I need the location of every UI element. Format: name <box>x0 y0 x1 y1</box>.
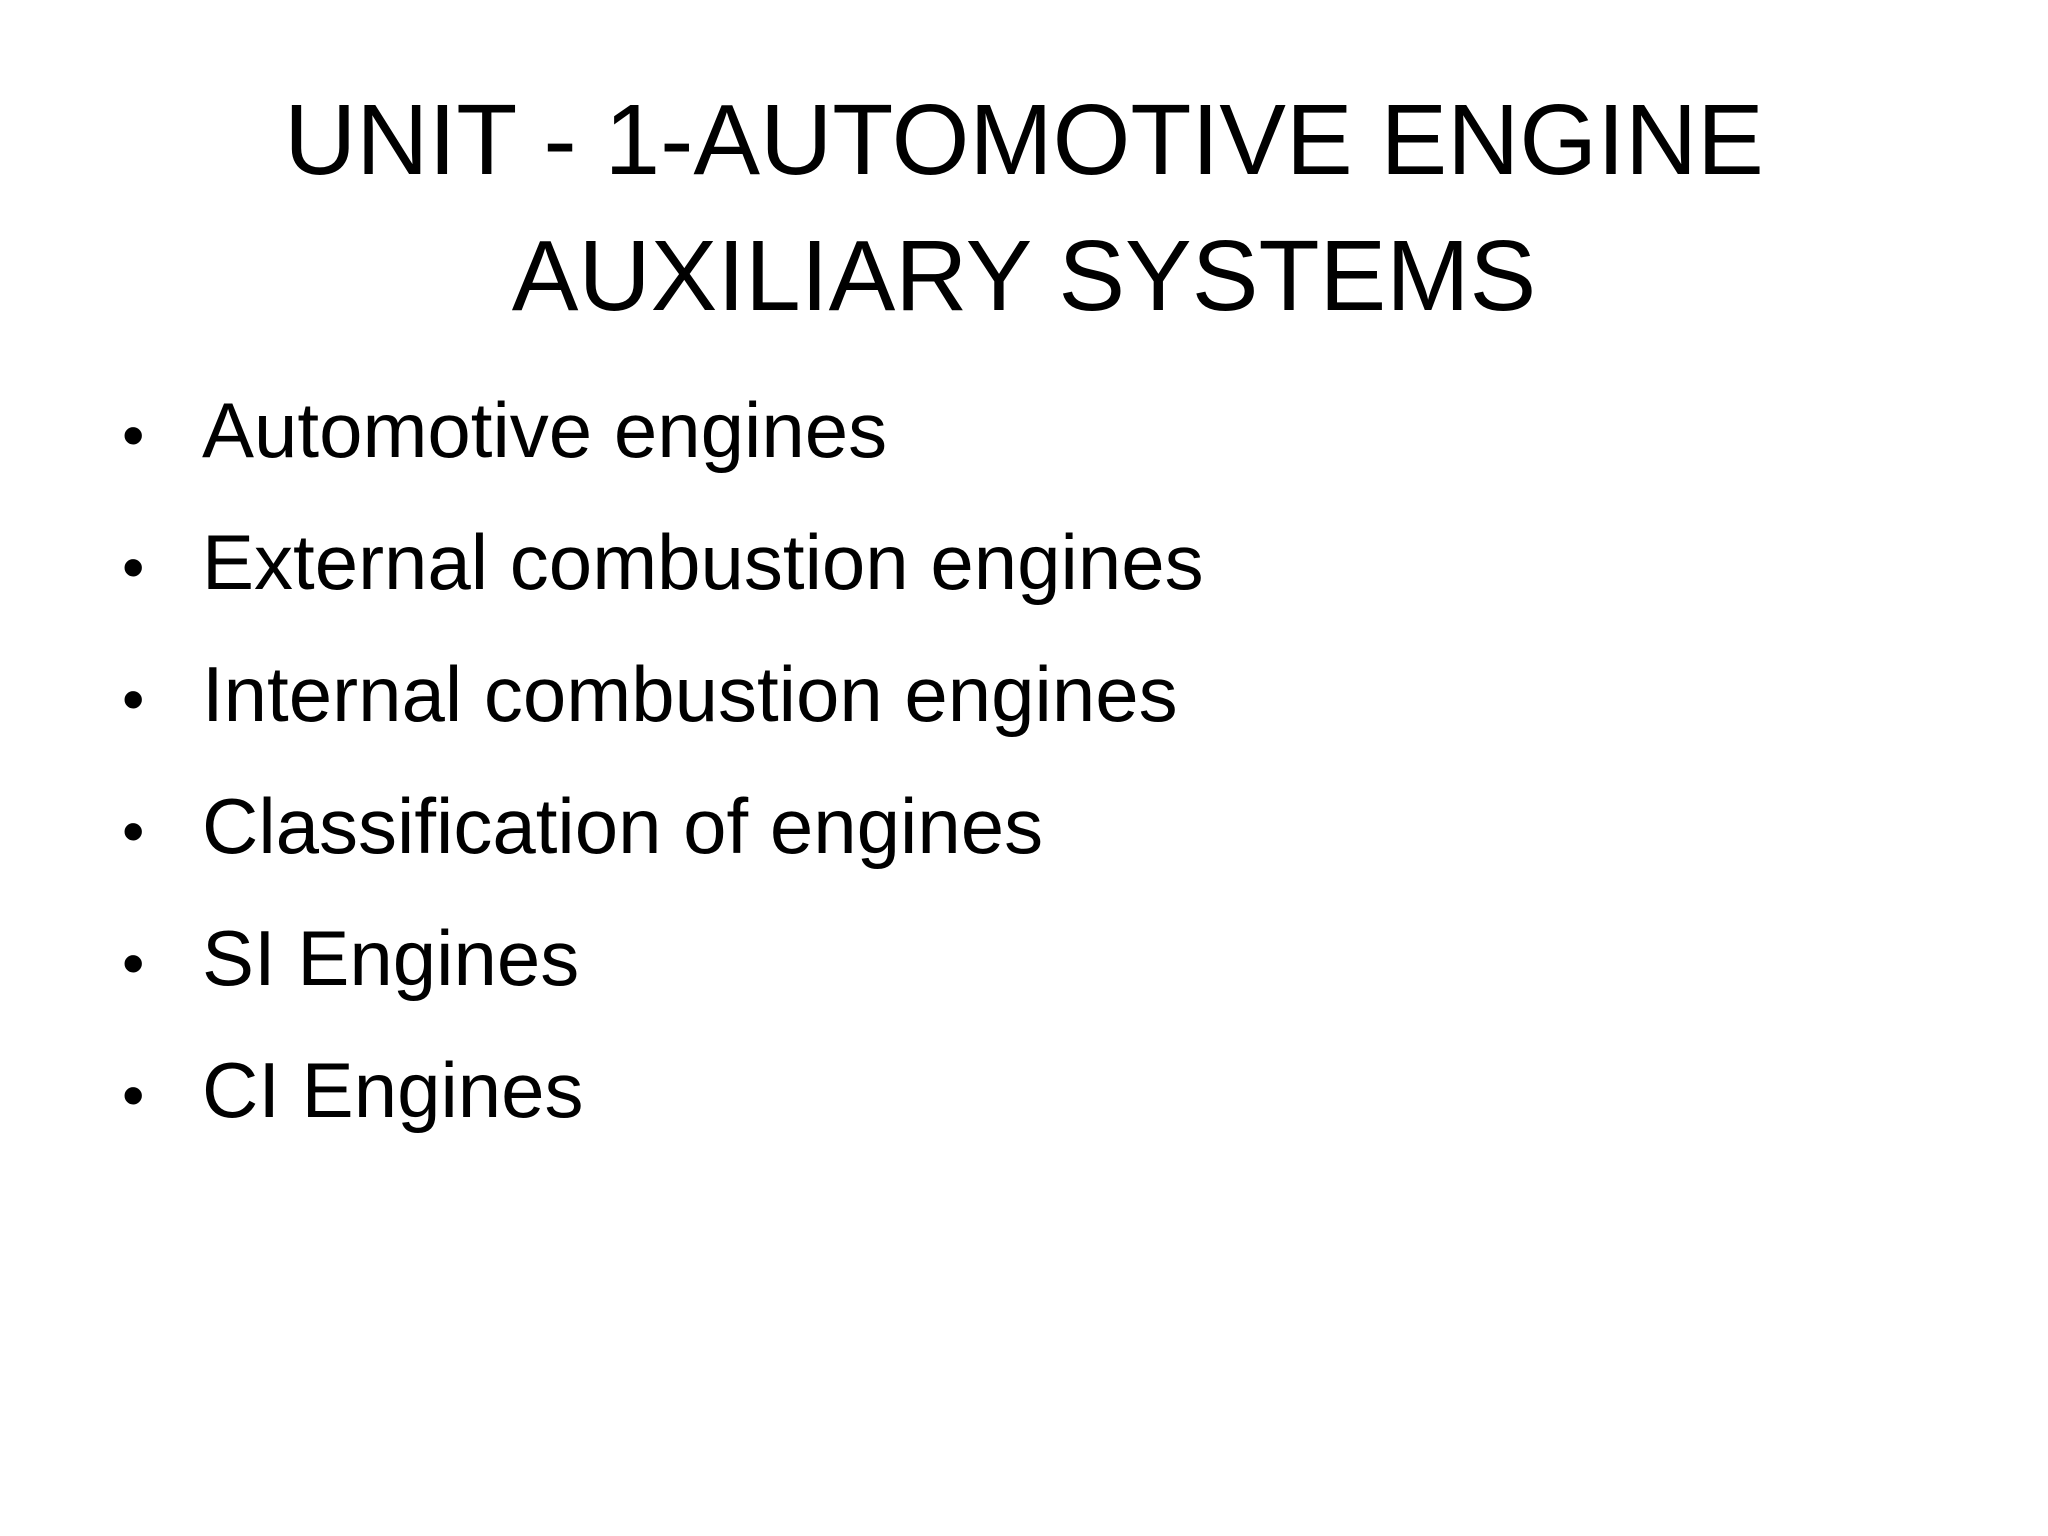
bullet-text: CI Engines <box>202 1046 584 1134</box>
bullet-list: • Automotive engines • External combusti… <box>122 380 1204 1172</box>
slide-title: UNIT - 1-AUTOMOTIVE ENGINE AUXILIARY SYS… <box>150 72 1898 344</box>
bullet-icon: • <box>122 531 145 603</box>
bullet-item: • Internal combustion engines <box>122 644 1204 776</box>
bullet-item: • Classification of engines <box>122 776 1204 908</box>
bullet-text: SI Engines <box>202 914 580 1002</box>
bullet-icon: • <box>122 399 145 471</box>
bullet-icon: • <box>122 1059 145 1131</box>
bullet-icon: • <box>122 927 145 999</box>
bullet-item: • External combustion engines <box>122 512 1204 644</box>
bullet-icon: • <box>122 795 145 867</box>
slide-title-line-2: AUXILIARY SYSTEMS <box>511 220 1537 332</box>
slide-title-line-1: UNIT - 1-AUTOMOTIVE ENGINE <box>284 84 1764 196</box>
bullet-icon: • <box>122 663 145 735</box>
bullet-text: Internal combustion engines <box>202 650 1178 738</box>
bullet-item: • SI Engines <box>122 908 1204 1040</box>
bullet-text: Automotive engines <box>202 386 888 474</box>
bullet-text: External combustion engines <box>202 518 1204 606</box>
bullet-text: Classification of engines <box>202 782 1044 870</box>
bullet-item: • CI Engines <box>122 1040 1204 1172</box>
bullet-item: • Automotive engines <box>122 380 1204 512</box>
